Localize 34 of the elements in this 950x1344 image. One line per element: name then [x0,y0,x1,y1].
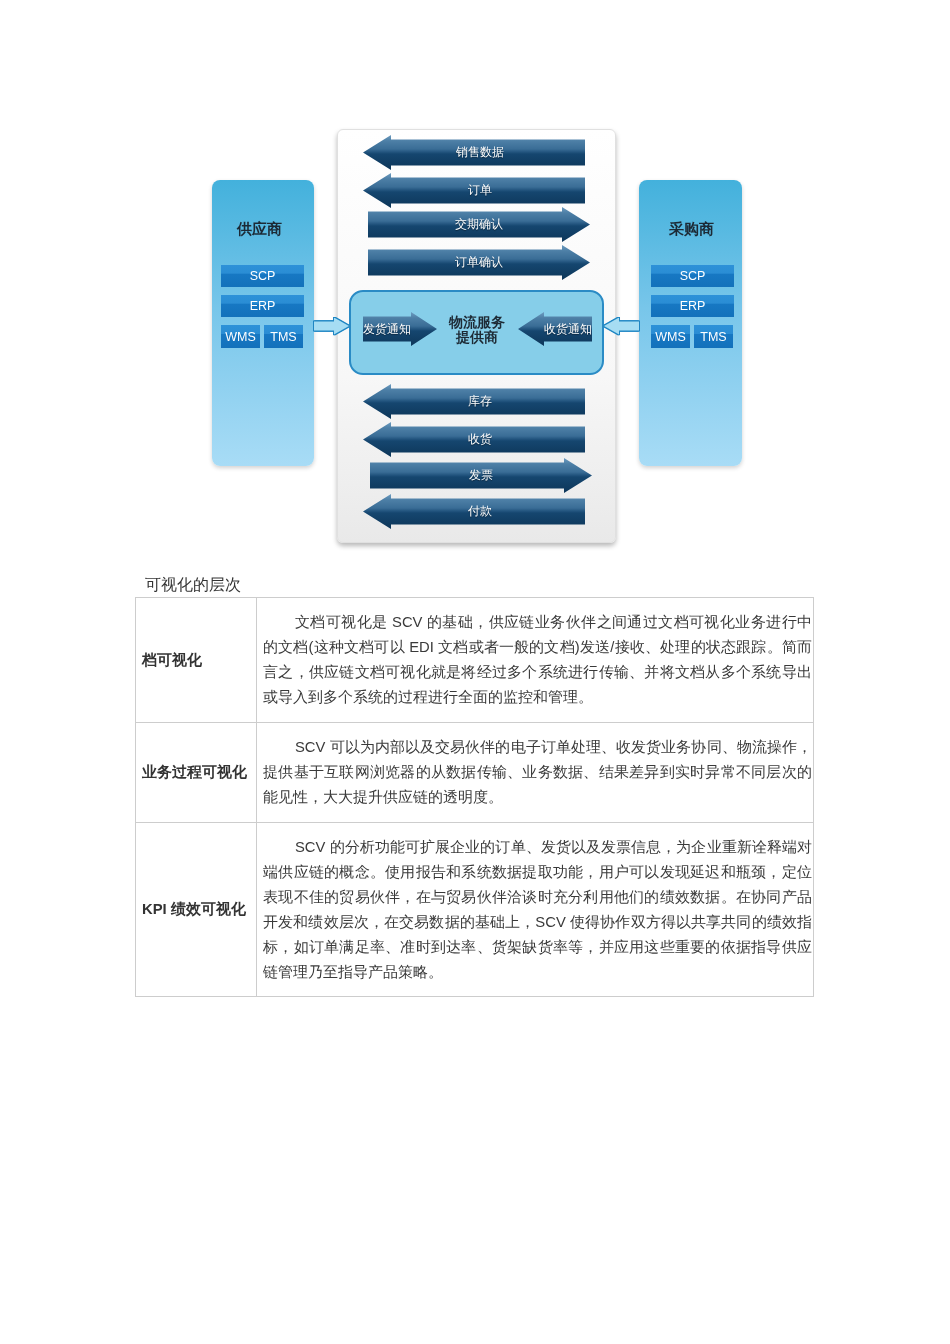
rounded-box [349,290,604,375]
system-box: WMS [651,325,690,348]
panel-heading: 供应商 [236,219,282,239]
center-panel [337,129,616,543]
heading-cell: 档可视化 [135,597,257,723]
heading-cell: 业务过程可视化 [135,722,257,823]
system-box: TMS [264,325,303,348]
text-cell: 文档可视化是 SCV 的基础，供应链业务伙伴之间通过文档可视化业务进行中的文档(这种文档可以 EDI 文档或者一般的文档)发送/接收、处理的状态跟踪。简而言之，供应链文档可视化就是将经过多个系统进行传输、并将文档从多个系统导出或导入到多个系统的过程进行全面的监控和管理。 [256,597,814,723]
pointed-banner: 订单 [363,173,585,208]
text-cell: SCV 的分析功能可扩展企业的订单、发货以及发票信息，为企业重新诠释端对端供应链的概念。使用报告和系统数据提取功能，用户可以发现延迟和瓶颈，定位表现不佳的贸易伙伴，在与贸易伙伴洽谈时充分利用他们的绩效数据。在协同产品开发和绩效层次，在交易数据的基础上，SCV 使得协作双方得以共享共同的绩效指标，如订单满足率、准时到达率、货架缺货率等，并应用这些重要的依据指导供应链管理乃至指导产品策略。 [256,822,814,997]
table-caption: 可视化的层次 [145,575,241,595]
pointed-banner: 收货通知 [518,312,592,346]
arrow [604,317,639,335]
side-panel [212,180,314,466]
system-box: SCP [221,265,304,287]
pointed-banner: 交期确认 [368,207,590,242]
system-box: TMS [694,325,733,348]
system-box: WMS [221,325,260,348]
pointed-banner: 订单确认 [368,245,590,280]
panel-heading: 采购商 [668,219,714,239]
pointed-banner: 销售数据 [363,135,585,170]
pointed-banner: 收货 [363,422,585,457]
system-box: ERP [221,295,304,317]
system-box: ERP [651,295,734,317]
box-label: 物流服务提供商 [447,315,506,345]
pointed-banner: 付款 [363,494,585,529]
pointed-banner: 发票 [370,458,592,493]
pointed-banner: 发货通知 [363,312,437,346]
arrow [314,317,349,335]
heading-cell: KPI 绩效可视化 [135,822,257,997]
system-box: SCP [651,265,734,287]
pointed-banner: 库存 [363,384,585,419]
side-panel [639,180,742,466]
text-cell: SCV 可以为内部以及交易伙伴的电子订单处理、收发货业务协同、物流操作，提供基于互联网浏览器的从数据传输、业务数据、结果差异到实时异常不同层次的能见性，大大提升供应链的透明度。 [256,722,814,823]
